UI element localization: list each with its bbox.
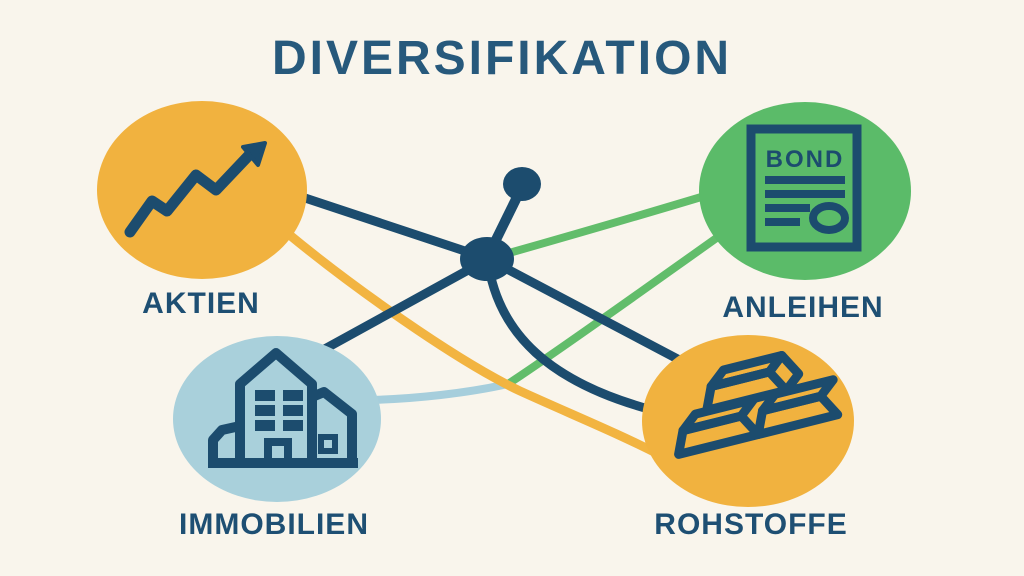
gold-bars-icon	[674, 350, 843, 459]
hub-main-circle	[460, 237, 514, 281]
edge-aktien-rohstoffe-yellow	[281, 227, 665, 460]
node-label-anleihen: ANLEIHEN	[722, 291, 884, 324]
node-aktien	[97, 101, 307, 279]
certificate-text-lines	[765, 176, 845, 226]
bond-certificate-icon: BOND	[746, 124, 862, 252]
ingot-side	[765, 350, 804, 394]
node-anleihen: BOND	[699, 102, 911, 280]
trend-up-arrow-icon	[124, 141, 267, 238]
ingot-top	[758, 375, 838, 416]
edge-hub-rohstoffe-straight	[485, 255, 711, 379]
building-outline	[208, 348, 358, 468]
edge-aktien-hub	[285, 188, 497, 265]
edge-anleihen-junction-green	[504, 228, 729, 388]
building-icon	[208, 348, 358, 468]
trend-line	[124, 146, 258, 238]
certificate-seal	[809, 202, 849, 234]
edge-hub-rohstoffe-curved	[483, 257, 673, 419]
node-aktien-circle	[97, 101, 307, 279]
node-rohstoffe	[642, 335, 854, 507]
annex-window	[318, 434, 338, 454]
hub-satellite-circle	[503, 167, 541, 201]
building-door	[264, 438, 292, 467]
edge-immobilien-junction-lightblue	[364, 380, 512, 404]
page-title: DIVERSIFIKATION	[271, 32, 733, 85]
bond-title-text: BOND	[766, 146, 845, 173]
building-windows	[255, 390, 303, 431]
certificate-border	[746, 124, 862, 252]
certificate-corner-notches	[758, 136, 850, 240]
node-label-immobilien: IMMOBILIEN	[179, 508, 369, 541]
node-label-aktien: AKTIEN	[142, 287, 260, 320]
hub-node	[460, 167, 541, 281]
node-label-rohstoffe: ROHSTOFFE	[654, 508, 848, 541]
arrow-head	[241, 141, 267, 167]
edge-lines	[281, 188, 729, 460]
edge-immobilien-hub	[307, 253, 495, 361]
node-immobilien	[173, 336, 381, 502]
edge-hub-anleihen-green	[491, 191, 712, 261]
